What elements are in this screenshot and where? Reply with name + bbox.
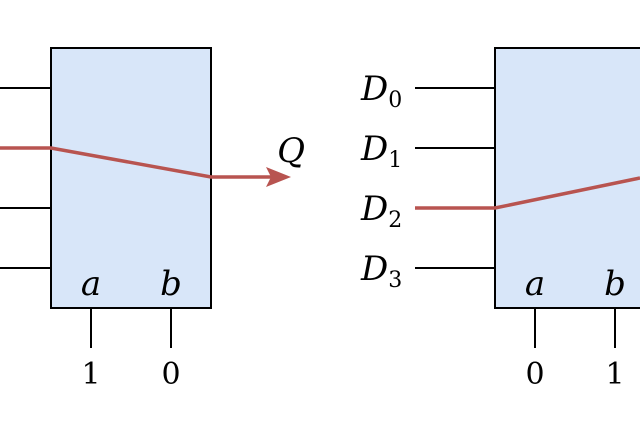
- output-label-q: Q: [277, 131, 305, 171]
- right-mux: D0 D1 D2 D3 a b 0 1: [360, 47, 640, 392]
- right-mux-input-label-d2: D2: [360, 189, 402, 233]
- right-mux-select-value-b: 1: [605, 357, 624, 392]
- left-mux-select-value-a: 1: [81, 357, 100, 392]
- right-mux-box: [494, 47, 640, 309]
- left-mux-select-label-b: b: [160, 264, 182, 304]
- right-mux-select-label-a: a: [525, 264, 545, 304]
- left-mux-select-label-a: a: [81, 264, 101, 304]
- left-mux-box: [50, 47, 212, 309]
- output-arrowhead: [266, 167, 291, 187]
- left-mux-selected-path: [0, 146, 275, 179]
- left-mux: Q a b 1 0: [0, 47, 305, 392]
- left-mux-select-value-b: 0: [161, 357, 180, 392]
- right-mux-select-label-b: b: [604, 264, 626, 304]
- right-mux-input-label-d3: D3: [360, 249, 402, 293]
- right-mux-input-label-d1: D1: [360, 129, 402, 173]
- right-mux-selected-path: [415, 176, 640, 210]
- right-mux-input-label-d0: D0: [360, 69, 402, 113]
- right-mux-select-value-a: 0: [525, 357, 544, 392]
